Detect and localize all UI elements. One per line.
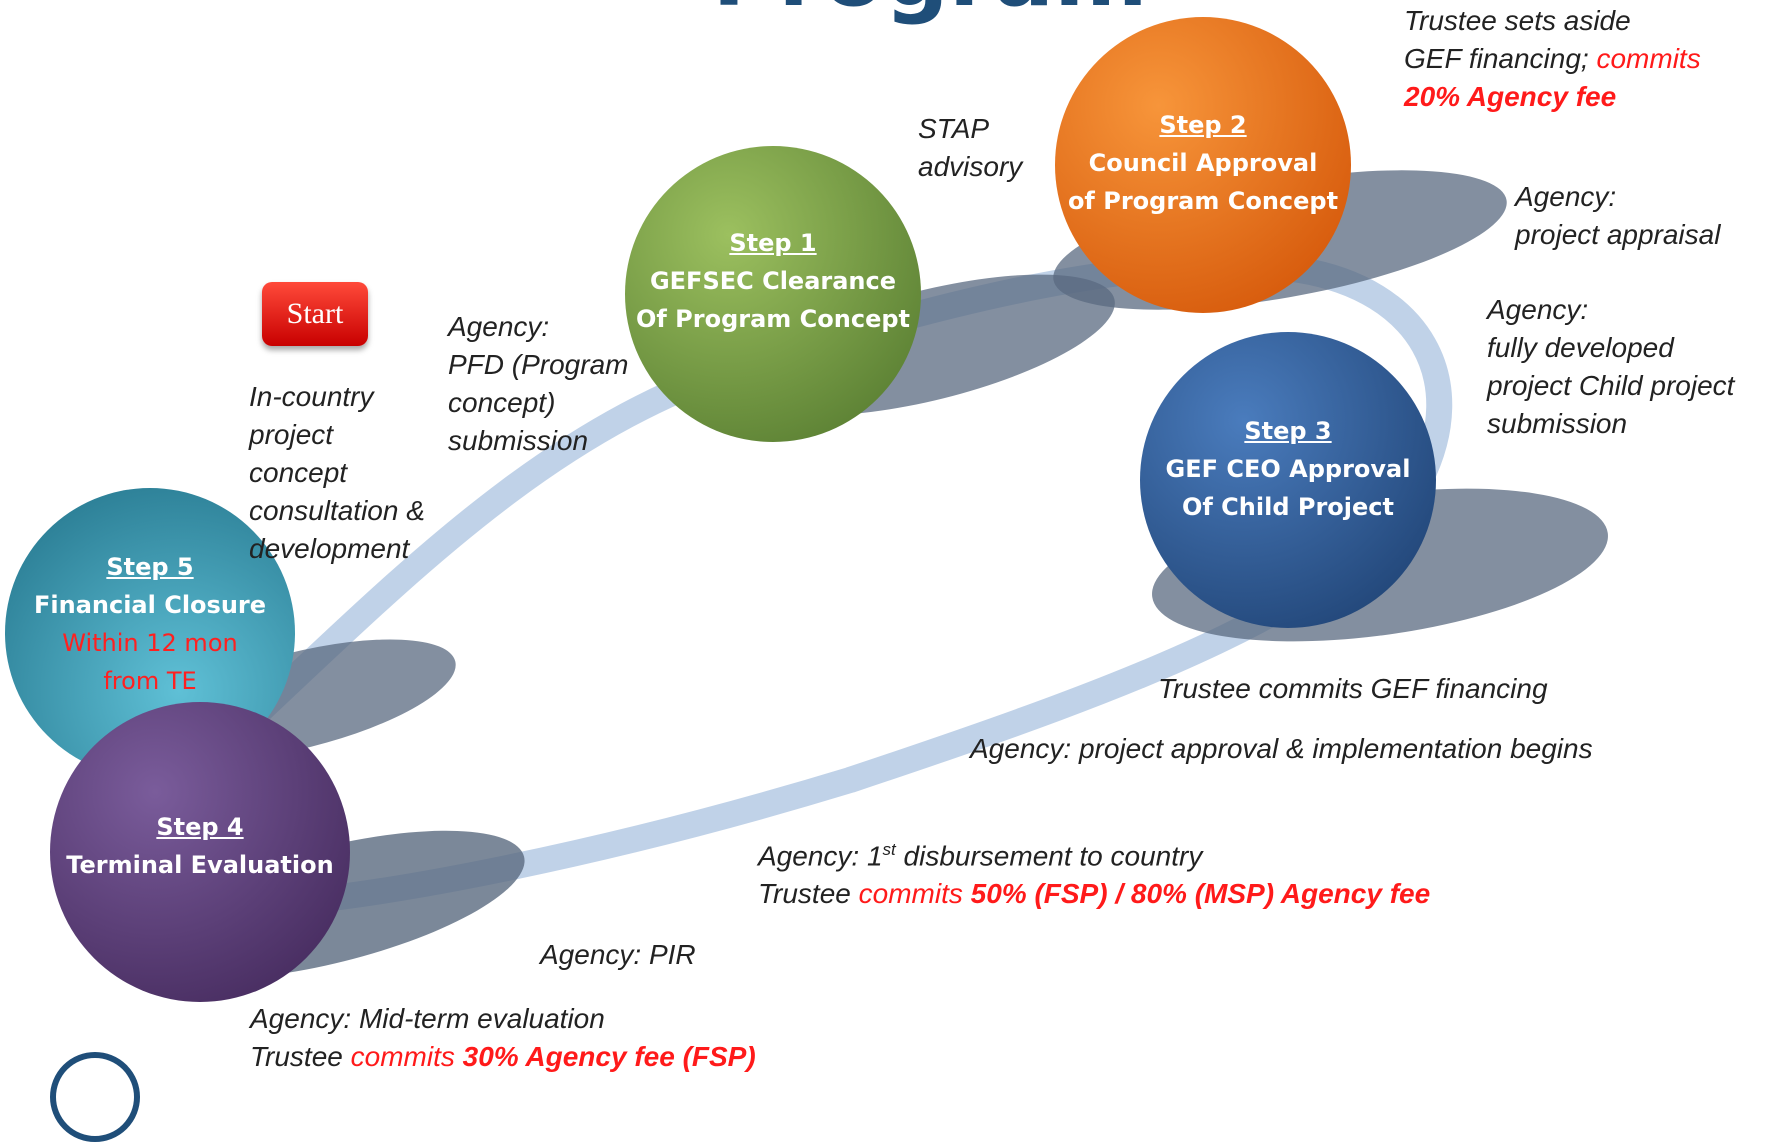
note-stap: STAP advisory (918, 110, 1022, 186)
step1-line2: Of Program Concept (635, 305, 911, 333)
step4-label: Step 4 Terminal Evaluation (50, 808, 350, 884)
step3-line1: GEF CEO Approval (1165, 455, 1411, 483)
note-disbursement-l2c: 50% (FSP) / 80% (MSP) Agency fee (970, 878, 1431, 910)
note-midterm-l2c: 30% Agency fee (FSP) (462, 1041, 756, 1072)
step2-line1: Council Approval (1088, 149, 1318, 177)
note-trustee-sets-aside-l2a: GEF financing; (1404, 43, 1597, 74)
step4-circle[interactable] (50, 702, 350, 1002)
note-midterm-l2a: Trustee (250, 1041, 351, 1072)
note-pfd-l1: Agency: (448, 311, 550, 342)
note-appraisal: Agency: project appraisal (1515, 178, 1720, 254)
note-stap-l2: advisory (918, 151, 1023, 182)
note-child-submission: Agency: fully developed project Child pr… (1487, 291, 1734, 443)
note-pfd-l2: PFD (Program (448, 349, 629, 380)
note-child-submission-l3: project Child project (1487, 370, 1735, 401)
note-stap-l1: STAP (918, 113, 990, 144)
note-trustee-sets-aside: Trustee sets aside GEF financing; commit… (1404, 2, 1701, 116)
note-child-submission-l1: Agency: (1487, 294, 1589, 325)
step5-heading: Step 5 (106, 553, 194, 581)
note-pfd-l4: submission (448, 425, 589, 456)
step3-heading: Step 3 (1244, 417, 1332, 445)
step4-heading: Step 4 (156, 813, 244, 841)
note-in-country-l5: development (249, 533, 410, 564)
note-pfd: Agency: PFD (Program concept) submission (448, 308, 628, 460)
note-trustee-sets-aside-l2: GEF financing; commits (1404, 40, 1701, 78)
note-disbursement-l2a: Trustee (758, 878, 859, 910)
note-trustee-sets-aside-l1: Trustee sets aside (1404, 5, 1631, 36)
note-in-country-l1: In-country (249, 381, 374, 412)
step5-label: Step 5 Financial Closure Within 12 mon f… (10, 548, 290, 700)
note-in-country-l3: concept (249, 457, 348, 488)
note-appraisal-l1: Agency: (1515, 181, 1617, 212)
note-midterm-l2b: commits (350, 1041, 463, 1072)
note-midterm-l2: Trustee commits 30% Agency fee (FSP) (250, 1038, 756, 1076)
step1-circle[interactable] (625, 146, 921, 442)
note-disbursement-l2b: commits (858, 878, 971, 910)
step5-red-line1: Within 12 mon (62, 629, 238, 657)
step3-circle[interactable] (1140, 332, 1436, 628)
step2-line2: of Program Concept (1067, 187, 1339, 215)
step4-line1: Terminal Evaluation (66, 851, 334, 879)
note-disbursement: Agency: 1st disbursement to country Trus… (758, 831, 1430, 913)
gef-logo (50, 1052, 140, 1142)
note-pfd-l3: concept) (448, 387, 556, 418)
note-child-submission-l2: fully developed (1487, 332, 1674, 363)
step2-label: Step 2 Council Approval of Program Conce… (1058, 106, 1348, 220)
note-in-country-l2: project (249, 419, 334, 450)
step5-line1: Financial Closure (33, 591, 267, 619)
note-in-country-l4: consultation & (249, 495, 425, 526)
step2-circle[interactable] (1055, 17, 1351, 313)
step3-line2: Of Child Project (1181, 493, 1394, 521)
note-disbursement-l1: Agency: 1st disbursement to country (758, 831, 1430, 875)
note-trustee-commits-financing: Trustee commits GEF financing (1158, 673, 1548, 704)
page-title: Program (700, 0, 1160, 27)
note-approval-begins: Agency: project approval & implementatio… (970, 733, 1593, 764)
step1-heading: Step 1 (729, 229, 817, 257)
note-child-submission-l4: submission (1487, 408, 1628, 439)
cycle-ring (237, 252, 1453, 918)
note-disbursement-l2: Trustee commits 50% (FSP) / 80% (MSP) Ag… (758, 875, 1430, 913)
step2-heading: Step 2 (1159, 111, 1247, 139)
note-midterm-l1: Agency: Mid-term evaluation (250, 1003, 605, 1034)
program-cycle-diagram (5, 17, 1608, 1002)
start-button[interactable]: Start (262, 282, 368, 346)
note-trustee-sets-aside-l3: 20% Agency fee (1404, 81, 1617, 112)
step3-label: Step 3 GEF CEO Approval Of Child Project (1143, 412, 1433, 526)
note-trustee-sets-aside-l2b: commits (1596, 43, 1701, 74)
note-pir: Agency: PIR (540, 939, 696, 970)
note-disbursement-sup: st (882, 840, 896, 859)
step1-line1: GEFSEC Clearance (649, 267, 897, 295)
note-disbursement-l1b: disbursement to country (895, 840, 1203, 872)
note-appraisal-l2: project appraisal (1515, 219, 1721, 250)
note-in-country: In-country project concept consultation … (249, 378, 425, 568)
step1-label: Step 1 GEFSEC Clearance Of Program Conce… (628, 224, 918, 338)
note-disbursement-l1a: Agency: 1 (758, 840, 883, 872)
step5-red-line2: from TE (103, 667, 197, 695)
note-midterm: Agency: Mid-term evaluation Trustee comm… (250, 1000, 756, 1076)
